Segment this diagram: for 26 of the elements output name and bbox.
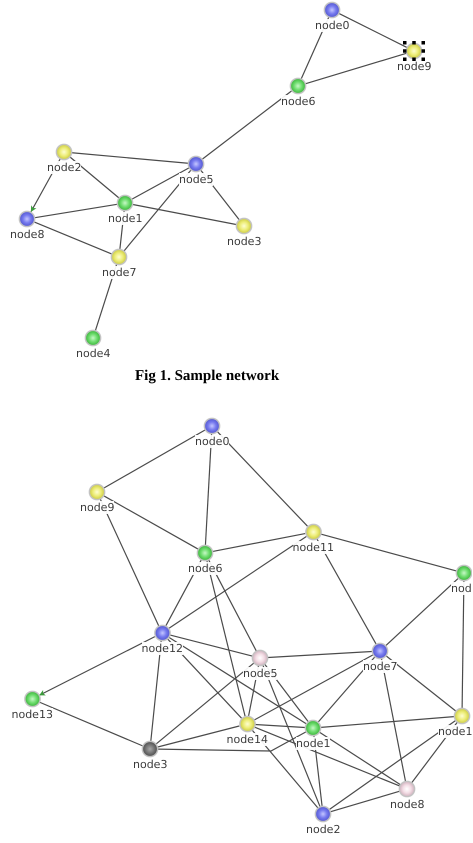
graph-node: node2 bbox=[306, 805, 340, 836]
graph-node: node14 bbox=[226, 715, 268, 746]
graph-node: node7 bbox=[102, 248, 136, 279]
graph-node: node7 bbox=[363, 642, 398, 673]
graph-node: node12 bbox=[142, 624, 183, 655]
graph-node: node9 bbox=[397, 42, 432, 73]
graph-node: node1 bbox=[438, 707, 472, 738]
graph-node: node1 bbox=[108, 194, 142, 225]
graph-node: node2 bbox=[47, 143, 82, 174]
graph-node: node3 bbox=[133, 740, 168, 771]
graph-node: node3 bbox=[227, 217, 262, 248]
graph-node: node5 bbox=[243, 649, 278, 680]
graph-node: node6 bbox=[188, 544, 222, 575]
graph-node: node0 bbox=[315, 1, 350, 32]
figure-caption: Fig 1. Sample network bbox=[135, 368, 280, 384]
graph-node: node0 bbox=[195, 417, 230, 448]
graph-node: nod bbox=[451, 564, 472, 595]
graph-node: node8 bbox=[10, 210, 44, 241]
graph-node: node9 bbox=[80, 483, 114, 514]
graph-node: node13 bbox=[12, 690, 53, 721]
graph-node: node1 bbox=[296, 719, 330, 750]
graph-node: node11 bbox=[292, 523, 334, 554]
graph-node: node5 bbox=[179, 155, 214, 186]
graph-node: node6 bbox=[281, 77, 316, 108]
graph-node: node4 bbox=[76, 329, 110, 360]
graph-node: node8 bbox=[390, 780, 424, 811]
